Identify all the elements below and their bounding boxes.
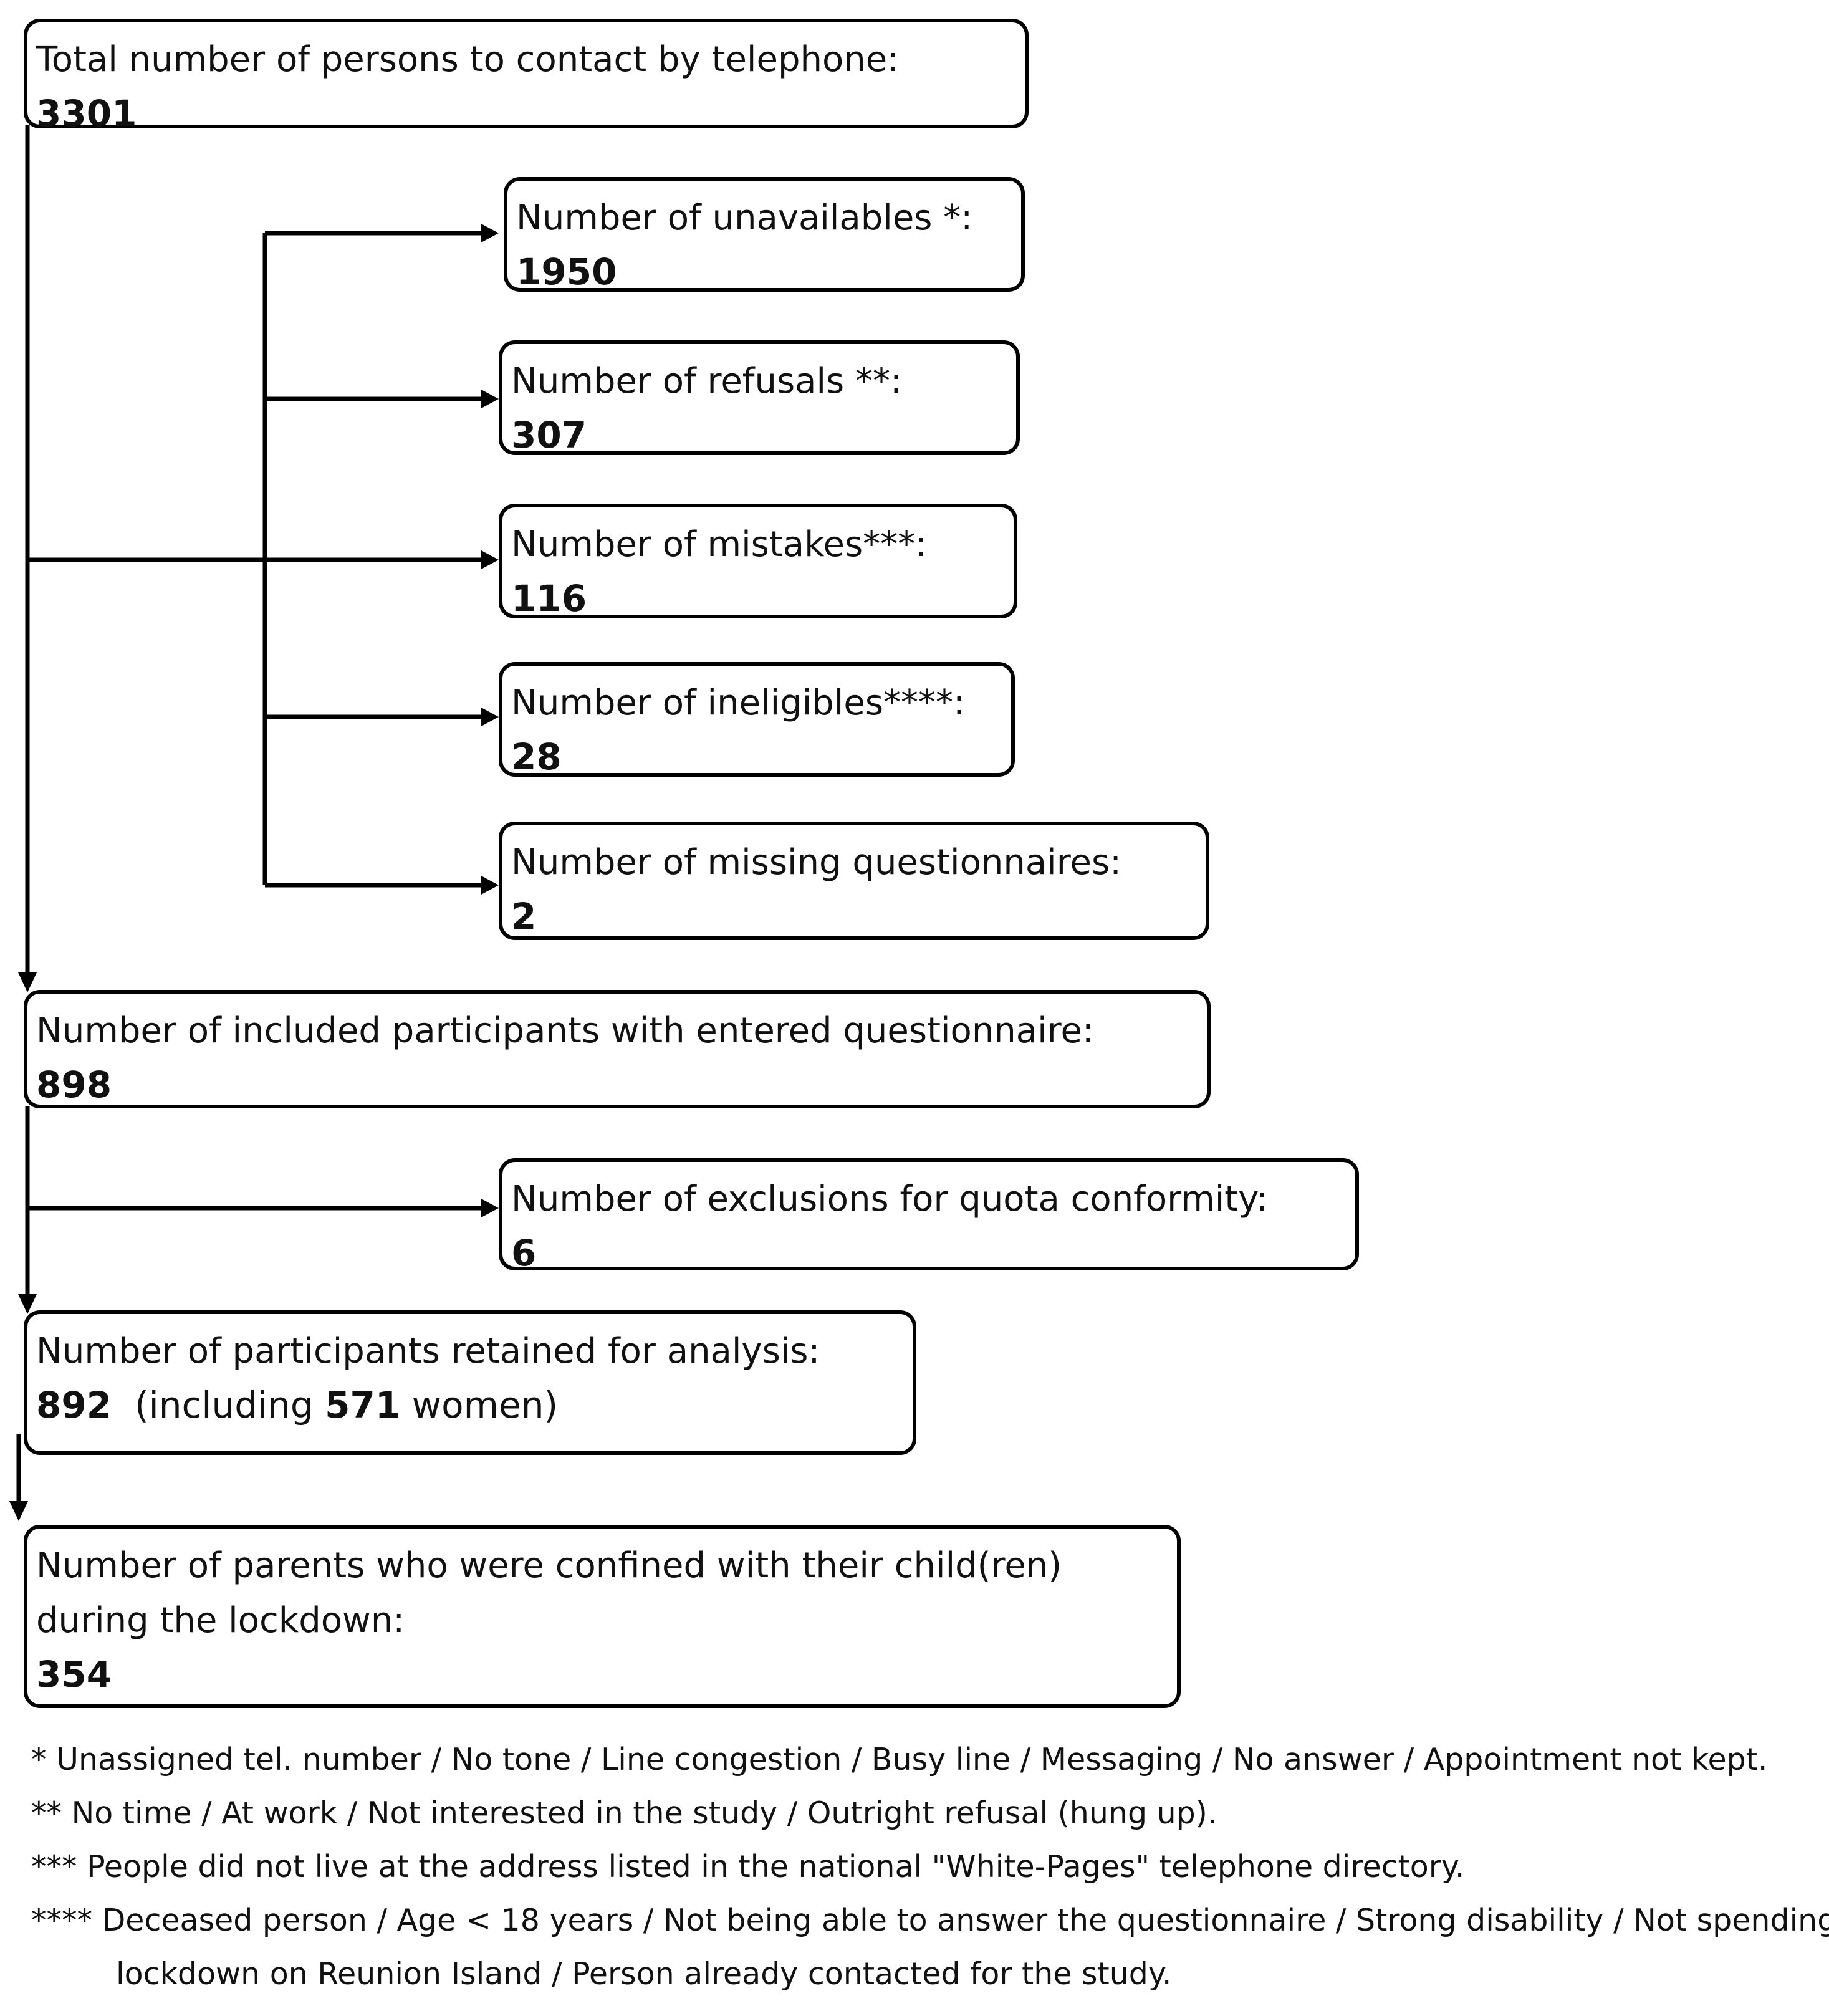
arrowhead-exclusions <box>481 1199 499 1217</box>
arrowhead-unavailables <box>481 224 499 242</box>
box-retained-note-close: women) <box>400 1384 559 1426</box>
box-parents-label-line2: during the lockdown: <box>36 1600 405 1641</box>
footnote-1: * Unassigned tel. number / No tone / Lin… <box>31 1742 1768 1777</box>
footnote-3: *** People did not live at the address l… <box>31 1849 1465 1884</box>
box-missing: Number of missing questionnaires: 2 <box>499 822 1209 940</box>
footnote-4-line1: **** Deceased person / Age < 18 years / … <box>31 1903 1829 1938</box>
box-retained-value-line: 892 (including 571 women) <box>36 1379 904 1431</box>
box-exclusions: Number of exclusions for quota conformit… <box>499 1158 1359 1274</box>
box-parents: Number of parents who were confined with… <box>24 1525 1181 1708</box>
box-mistakes: Number of mistakes***: 116 <box>499 504 1017 620</box>
arrowhead-refusals <box>481 390 499 408</box>
box-refusals-label: Number of refusals **: <box>511 361 902 401</box>
box-included-value: 898 <box>36 1063 112 1106</box>
box-refusals: Number of refusals **: 307 <box>499 340 1020 456</box>
box-unavailables: Number of unavailables *: 1950 <box>504 177 1025 293</box>
box-parents-value: 354 <box>36 1653 112 1696</box>
box-retained-value: 892 <box>36 1384 112 1426</box>
box-included: Number of included participants with ent… <box>24 990 1211 1108</box>
arrowhead-retained <box>18 1294 37 1314</box>
box-included-label: Number of included participants with ent… <box>36 1010 1094 1051</box>
box-ineligibles-value: 28 <box>511 736 562 778</box>
box-missing-label: Number of missing questionnaires: <box>511 842 1121 883</box>
box-total: Total number of persons to contact by te… <box>24 19 1029 135</box>
footnote-2: ** No time / At work / Not interested in… <box>31 1795 1217 1831</box>
box-exclusions-label: Number of exclusions for quota conformit… <box>511 1179 1269 1219</box>
footnotes: * Unassigned tel. number / No tone / Lin… <box>31 1733 1829 2001</box>
box-missing-value: 2 <box>511 895 537 938</box>
box-total-label: Total number of persons to contact by te… <box>36 39 900 80</box>
box-exclusions-value: 6 <box>511 1232 537 1274</box>
box-mistakes-label: Number of mistakes***: <box>511 524 928 565</box>
box-retained-women: 571 <box>325 1384 401 1426</box>
box-ineligibles-label: Number of ineligibles****: <box>511 683 965 723</box>
arrowhead-mistakes <box>481 550 499 569</box>
box-unavailables-value: 1950 <box>516 251 617 293</box>
box-retained-note-open: (including <box>112 1384 325 1426</box>
box-mistakes-value: 116 <box>511 577 587 620</box>
box-parents-label-line1: Number of parents who were confined with… <box>36 1545 1062 1586</box>
box-refusals-value: 307 <box>511 414 587 456</box>
footnote-4-line2: lockdown on Reunion Island / Person alre… <box>116 1956 1172 1992</box>
arrowhead-ineligibles <box>481 708 499 726</box>
box-retained-label: Number of participants retained for anal… <box>36 1331 820 1371</box>
arrowhead-included <box>18 972 37 992</box>
box-unavailables-label: Number of unavailables *: <box>516 198 973 238</box>
box-retained: Number of participants retained for anal… <box>24 1310 916 1455</box>
arrowhead-parents <box>9 1501 28 1521</box>
box-total-value: 3301 <box>36 92 137 135</box>
arrowhead-missing <box>481 876 499 895</box>
box-ineligibles: Number of ineligibles****: 28 <box>499 662 1015 778</box>
